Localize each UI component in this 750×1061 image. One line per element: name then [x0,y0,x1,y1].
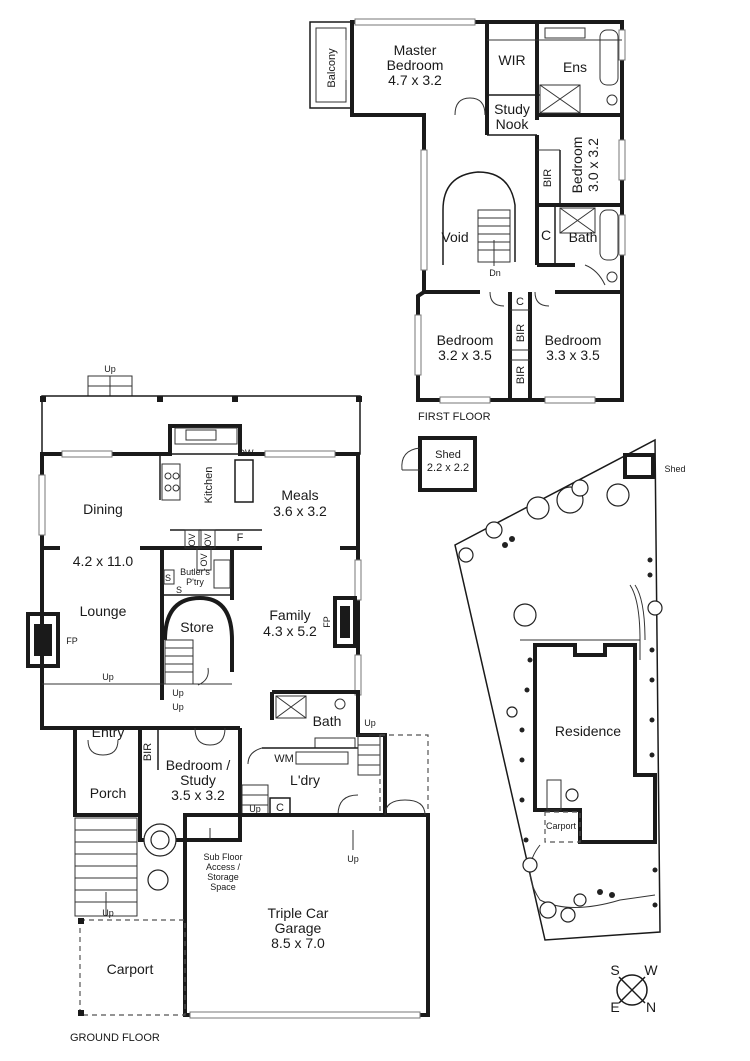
up-bedroom-label: Up [249,804,261,814]
bedroom-right-size: 3.3 x 3.5 [546,347,600,363]
bath-ground-label: Bath [313,713,342,729]
ov-label-3: OV [199,553,209,566]
bedroom-left-size: 3.2 x 3.5 [438,347,492,363]
compass-e: E [610,999,619,1015]
compass-rose: S W E N [610,962,658,1015]
shed-size: 2.2 x 2.2 [427,462,469,474]
entry-label: Entry [92,724,125,740]
first-floor-caption: FIRST FLOOR [418,411,491,423]
up-laundry-label: Up [364,718,376,728]
site-shed-label: Shed [664,464,685,474]
bedroom-side-size: 3.0 x 3.2 [585,138,601,192]
subfloor-label-3: Storage [207,872,239,882]
site-residence [533,643,657,844]
s-label-2: S [176,585,182,595]
balcony-text: Balcony [326,48,338,88]
wm-label: WM [274,753,294,765]
ldry-label: L'dry [290,772,320,788]
first-floor-plan: Balcony Master Bedroom 4.7 x 3.2 WIR Ens… [309,18,626,423]
up-stair-label: Up [172,688,184,698]
porch-label: Porch [90,785,127,801]
void-label: Void [441,229,468,245]
dw-label: DW [239,448,254,458]
bir-label-first-2: BIR [515,324,527,342]
bir-label-ground: BIR [142,743,154,761]
subfloor-label-1: Sub Floor [203,852,242,862]
study-nook-label-2: Nook [496,116,530,132]
s-label-1: S [165,573,171,583]
garage-label: Triple Car [268,905,329,921]
shed-label: Shed [435,449,461,461]
garage-label-2: Garage [275,920,322,936]
up-top-label: Up [104,364,116,374]
first-floor-outer-wall [350,20,624,402]
bedroom-study-label: Bedroom / [166,757,231,773]
family-label: Family [269,607,310,623]
up-lounge-label: Up [102,672,114,682]
subfloor-label-4: Space [210,882,236,892]
fp-lounge-label: FP [66,636,78,646]
site-boundary [454,438,661,941]
study-nook-label: Study [494,101,530,117]
up-porch-label: Up [102,908,114,918]
bedroom-side-label: Bedroom [569,137,585,194]
up-garage-label: Up [347,854,359,864]
master-bedroom-label-2: Bedroom [387,57,444,73]
ov-label-2: OV [203,533,213,546]
balcony-label: Balcony [326,48,338,88]
compass-s: S [610,962,619,978]
c-label-first-2: C [516,296,524,308]
kitchen-label: Kitchen [203,467,215,504]
carport-outline [79,919,186,1016]
master-bedroom-size: 4.7 x 3.2 [388,72,442,88]
residence-label: Residence [555,723,621,739]
f-label: F [237,532,244,544]
ov-label-1: OV [187,533,197,546]
meals-size: 3.6 x 3.2 [273,503,327,519]
ens-label: Ens [563,59,587,75]
compass-w: W [644,962,658,978]
store-label: Store [180,619,214,635]
master-bedroom-label: Master [394,42,437,58]
site-plan: Shed Residence Carport [454,438,686,941]
ground-floor-caption: GROUND FLOOR [70,1032,160,1044]
butlers-label: Butler's [180,567,210,577]
bedroom-study-size: 3.5 x 3.2 [171,787,225,803]
butlers-label-2: P'try [186,577,204,587]
c-label-ground: C [276,802,284,814]
bath-label-first: Bath [569,229,598,245]
site-carport-label: Carport [546,821,577,831]
bedroom-right-label: Bedroom [545,332,602,348]
c-label-first: C [541,227,551,243]
garage-size: 8.5 x 7.0 [271,935,325,951]
wir-label: WIR [498,52,525,68]
family-size: 4.3 x 5.2 [263,623,317,639]
bir-label-first-3: BIR [515,366,527,384]
lounge-size: 4.2 x 11.0 [73,553,134,569]
dining-label: Dining [83,501,123,517]
ground-floor-plan: Up FP Kitchen DW OV [26,364,430,1044]
up-stair-label-2: Up [172,702,184,712]
carport-label: Carport [107,961,154,977]
shed-plan: Shed 2.2 x 2.2 [401,436,477,492]
meals-label: Meals [281,487,318,503]
bedroom-left-label: Bedroom [437,332,494,348]
dn-label: Dn [489,268,501,278]
bir-label-first: BIR [542,169,554,187]
fp-family-label: FP [322,616,332,628]
bedroom-study-label-2: Study [180,772,216,788]
subfloor-label-2: Access / [206,862,241,872]
compass-n: N [646,999,656,1015]
lounge-label: Lounge [80,603,127,619]
